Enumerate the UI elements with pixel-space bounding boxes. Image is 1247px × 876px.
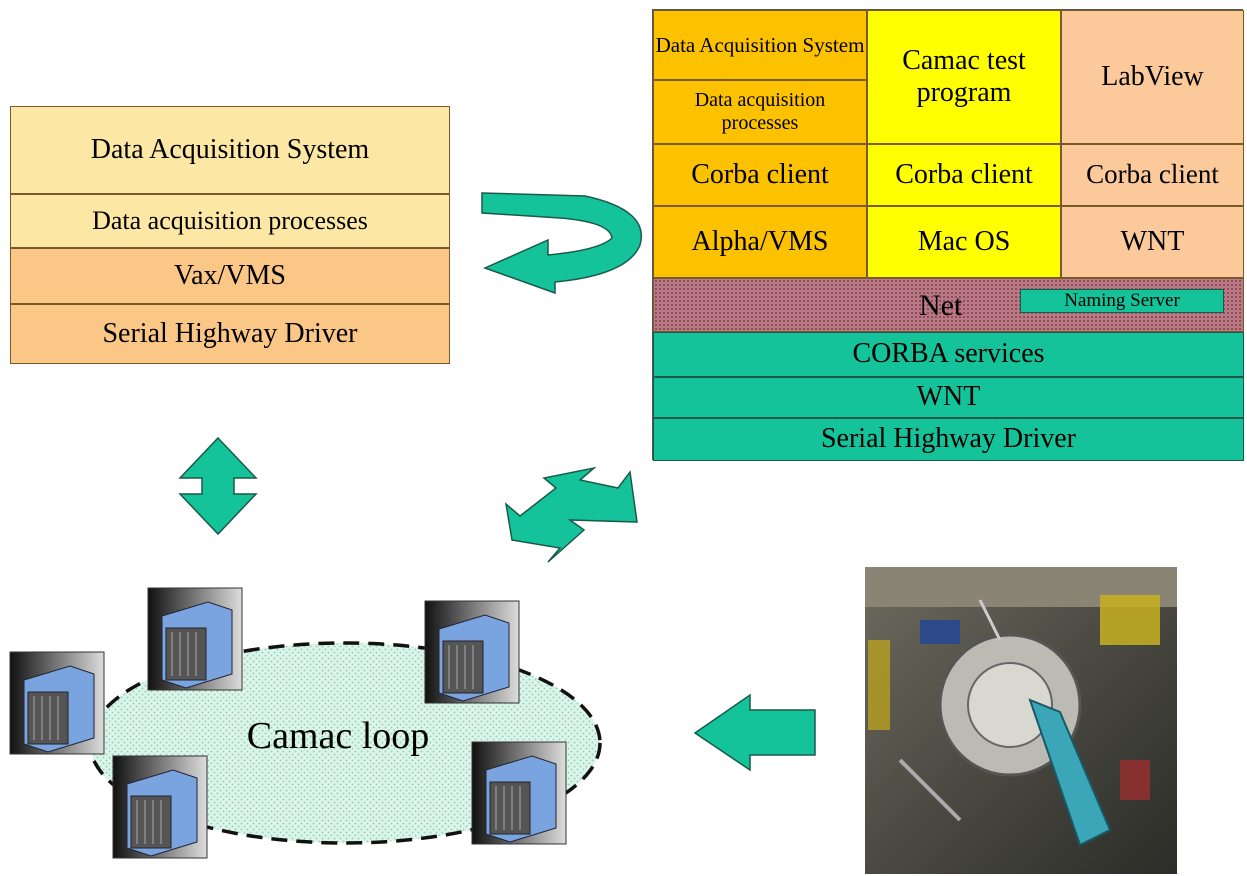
left-driver-layer: Serial Highway Driver: [10, 304, 450, 364]
camac-loop-label: Camac loop: [247, 715, 430, 757]
left-os-layer: Vax/VMS: [10, 248, 450, 304]
camac-crate-icon: [147, 587, 243, 691]
right-col2-os-label: Mac OS: [917, 225, 1011, 257]
right-col3-client-label: Corba client: [1086, 159, 1219, 190]
right-col3-os-label: WNT: [1120, 225, 1185, 257]
right-col2-client: Corba client: [867, 144, 1061, 206]
right-col1-client: Corba client: [653, 144, 867, 206]
net-layer: Net Naming Server: [653, 278, 1244, 332]
right-col3-app-label: LabView: [1101, 60, 1204, 92]
right-col3-os: WNT: [1061, 206, 1244, 278]
right-driver-layer: Serial Highway Driver: [653, 418, 1244, 461]
diagonal-double-arrow-icon: [504, 466, 638, 563]
right-col1-das-label: Data Acquisition System: [655, 32, 865, 57]
vertical-double-arrow-icon: [178, 436, 258, 536]
experiment-photo: [865, 567, 1177, 874]
right-col3-app: LabView: [1061, 10, 1244, 144]
left-driver-label: Serial Highway Driver: [102, 317, 358, 349]
naming-server-badge: Naming Server: [1020, 289, 1224, 313]
corba-services-label: CORBA services: [852, 338, 1045, 370]
curved-arrow-icon: [481, 192, 642, 295]
camac-crate-icon: [471, 741, 567, 845]
right-col2-os: Mac OS: [867, 206, 1061, 278]
left-dap-layer: Data acquisition processes: [10, 194, 450, 248]
left-arrow-icon: [693, 693, 816, 772]
right-wnt-label: WNT: [916, 381, 981, 413]
right-col1-os: Alpha/VMS: [653, 206, 867, 278]
right-col1-client-label: Corba client: [691, 158, 829, 190]
left-dap-label: Data acquisition processes: [92, 206, 368, 236]
right-col2-app-label: Camac test program: [902, 44, 1026, 108]
left-das-layer: Data Acquisition System: [10, 106, 450, 194]
right-wnt-layer: WNT: [653, 377, 1244, 418]
net-label: Net: [919, 289, 963, 322]
camac-crate-icon: [112, 755, 208, 859]
right-col1-os-label: Alpha/VMS: [691, 225, 829, 257]
right-col2-client-label: Corba client: [895, 158, 1033, 190]
corba-services-layer: CORBA services: [653, 332, 1244, 377]
right-col1-dap: Data acquisition processes: [653, 80, 867, 144]
right-driver-label: Serial Highway Driver: [820, 423, 1077, 455]
right-col1-das: Data Acquisition System: [653, 10, 867, 80]
left-os-label: Vax/VMS: [173, 259, 286, 291]
camac-crate-icon: [424, 600, 520, 704]
left-software-stack: Data Acquisition System Data acquisition…: [10, 106, 450, 364]
right-software-stack: Data Acquisition System Data acquisition…: [652, 9, 1244, 461]
camac-crate-icon: [9, 651, 105, 755]
right-col1-dap-label: Data acquisition processes: [694, 89, 826, 134]
right-col2-app: Camac test program: [867, 10, 1061, 144]
left-das-label: Data Acquisition System: [90, 133, 370, 165]
right-col3-client: Corba client: [1061, 144, 1244, 206]
